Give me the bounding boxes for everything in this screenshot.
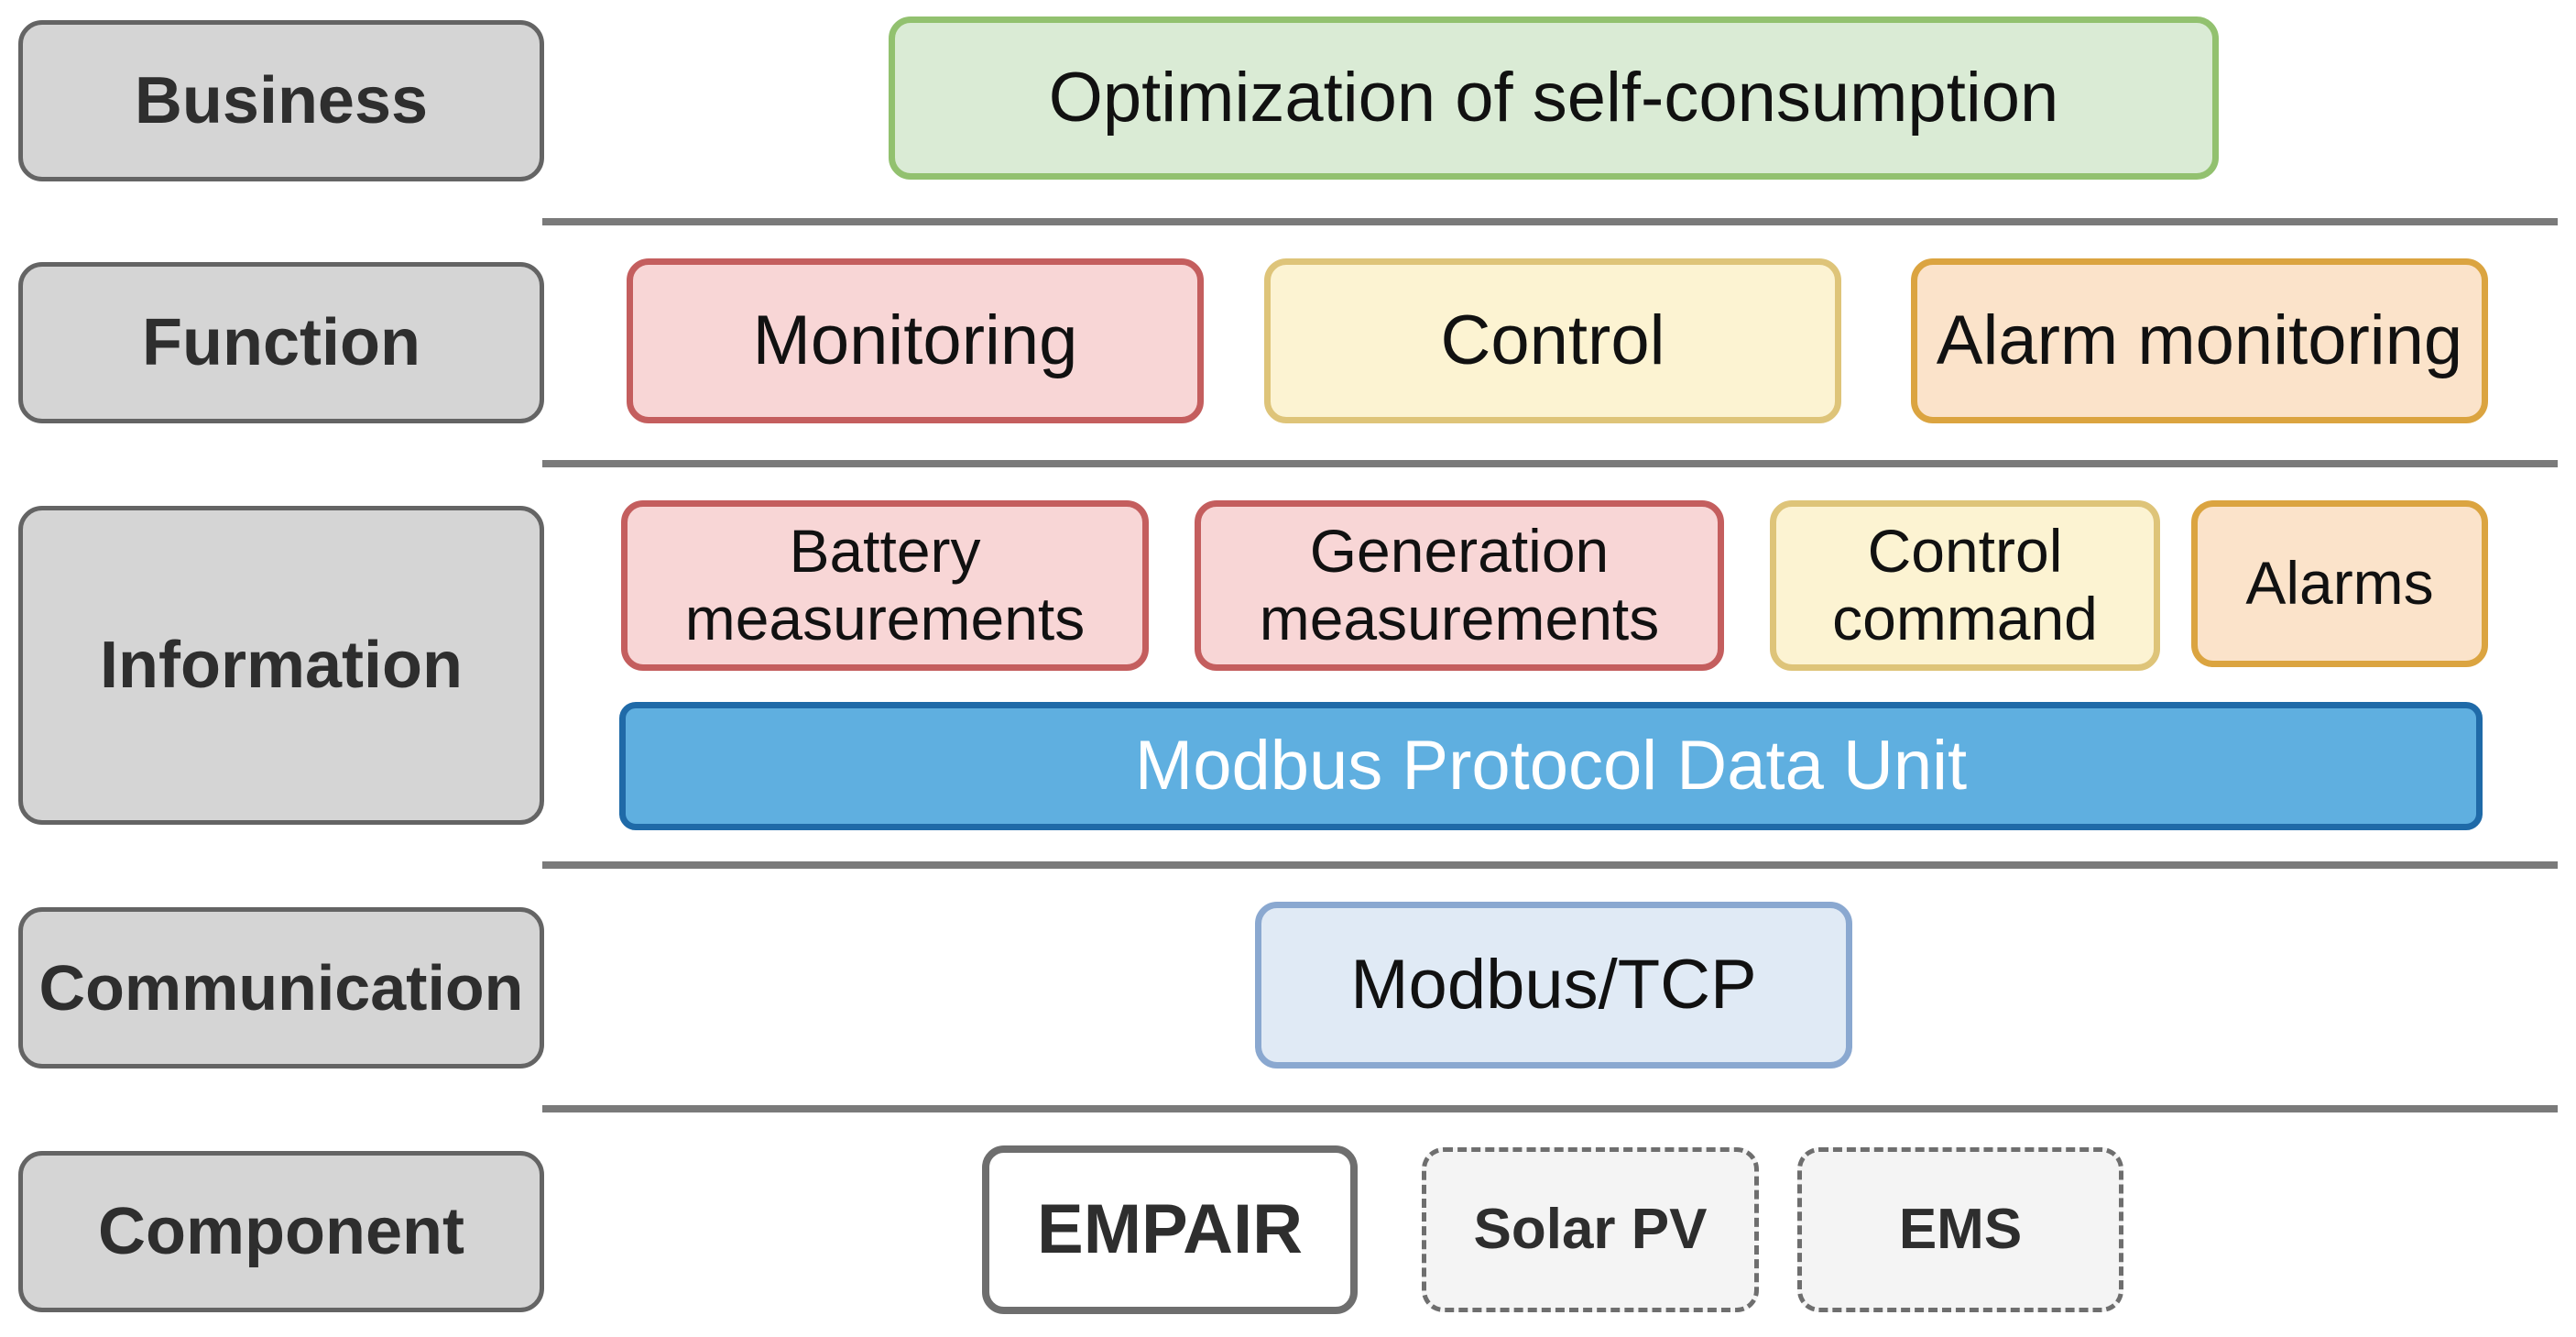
function-alarm-monitoring-box: Alarm monitoring bbox=[1911, 258, 2488, 423]
separator-line bbox=[542, 1105, 2558, 1112]
component-solar-pv-box: Solar PV bbox=[1422, 1147, 1759, 1312]
info-alarms-box: Alarms bbox=[2191, 500, 2488, 667]
function-monitoring-box: Monitoring bbox=[627, 258, 1204, 423]
layer-component: Component bbox=[18, 1151, 544, 1312]
component-empair-box: EMPAIR bbox=[982, 1145, 1358, 1314]
info-battery-measurements-box: Battery measurements bbox=[621, 500, 1149, 671]
communication-modbus-tcp-box: Modbus/TCP bbox=[1255, 902, 1852, 1069]
layer-information: Information bbox=[18, 506, 544, 825]
component-ems-box: EMS bbox=[1797, 1147, 2123, 1312]
info-modbus-pdu-bar: Modbus Protocol Data Unit bbox=[619, 702, 2483, 830]
layer-communication: Communication bbox=[18, 907, 544, 1069]
info-generation-measurements-box: Generation measurements bbox=[1195, 500, 1724, 671]
separator-line bbox=[542, 460, 2558, 467]
function-control-box: Control bbox=[1264, 258, 1841, 423]
layer-function: Function bbox=[18, 262, 544, 423]
separator-line bbox=[542, 861, 2558, 869]
info-control-command-box: Control command bbox=[1770, 500, 2160, 671]
separator-line bbox=[542, 218, 2558, 225]
layer-business: Business bbox=[18, 20, 544, 181]
business-goal-box: Optimization of self-consumption bbox=[889, 16, 2219, 180]
